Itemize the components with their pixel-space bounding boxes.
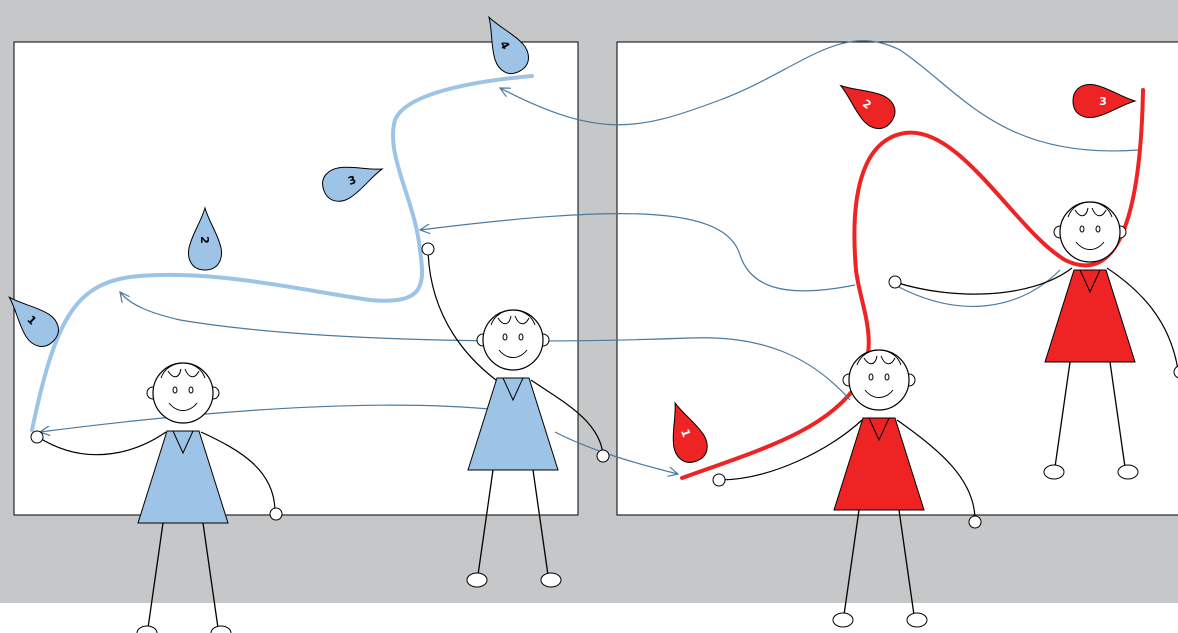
team-b-marker-3: 3	[1072, 84, 1137, 118]
arrow-4	[120, 292, 851, 401]
arm-left	[718, 419, 863, 481]
head	[848, 349, 910, 411]
smile	[1075, 241, 1105, 250]
team-b-markers: 1 2 3	[672, 84, 1137, 463]
foot	[832, 612, 854, 628]
marker-shape	[322, 166, 384, 202]
leg	[202, 522, 219, 629]
leg	[1054, 361, 1071, 468]
pass-arrows	[40, 40, 1139, 474]
hair	[856, 349, 902, 366]
team-a-marker-2: 2	[188, 206, 222, 271]
arrow-6	[554, 431, 678, 474]
collar	[868, 417, 890, 442]
foot	[466, 572, 488, 588]
arm-left	[37, 431, 167, 456]
foot	[906, 612, 928, 628]
arm-right	[1106, 267, 1178, 371]
eye	[1079, 225, 1085, 233]
smile	[498, 349, 528, 358]
team-b-path	[680, 88, 1145, 480]
marker-shape	[8, 296, 59, 347]
leg	[147, 522, 164, 629]
arm-right	[530, 379, 604, 456]
player-a1	[30, 362, 283, 633]
marker-label: 3	[346, 173, 358, 188]
team-a-path	[30, 74, 534, 432]
head	[1059, 201, 1121, 263]
hand	[30, 430, 44, 444]
player-b1	[712, 349, 982, 628]
hair	[1067, 201, 1113, 218]
player-b2	[888, 201, 1178, 480]
arrow-5	[40, 404, 501, 432]
marker-shape	[1072, 84, 1137, 118]
foot	[1043, 464, 1065, 480]
arm-left	[894, 267, 1073, 295]
foot	[1117, 464, 1139, 480]
players	[30, 201, 1178, 633]
body	[467, 377, 559, 471]
body	[1044, 269, 1136, 363]
eye	[884, 373, 890, 381]
eye	[868, 373, 874, 381]
leg	[532, 469, 549, 576]
leg	[898, 509, 915, 616]
foot	[540, 572, 562, 588]
arm-right	[200, 431, 276, 513]
arrow-1	[500, 40, 1139, 152]
marker-label: 1	[678, 427, 693, 439]
team-b-marker-2: 2	[839, 84, 896, 130]
marker-label: 3	[1099, 95, 1107, 108]
collar	[172, 430, 194, 455]
team-a-marker-1: 1	[8, 296, 59, 347]
team-a-marker-3: 3	[322, 166, 384, 202]
head	[482, 309, 544, 371]
hand	[269, 507, 283, 521]
marker-shape	[672, 401, 708, 463]
marker-shape	[488, 15, 529, 75]
leg	[477, 469, 494, 576]
player-a2	[421, 242, 610, 588]
arrow-2	[420, 212, 856, 292]
hand	[968, 515, 982, 529]
smile	[864, 389, 894, 398]
marker-label: 2	[198, 236, 211, 244]
hair	[160, 362, 206, 379]
eye	[518, 333, 524, 341]
body	[137, 430, 229, 524]
eye	[502, 333, 508, 341]
team-a-marker-4: 4	[488, 15, 529, 75]
head	[152, 362, 214, 424]
hand	[888, 275, 902, 289]
eye	[188, 386, 194, 394]
collar	[1079, 269, 1101, 294]
eye	[172, 386, 178, 394]
hand	[1173, 365, 1178, 379]
hair	[490, 309, 536, 326]
team-b-marker-1: 1	[672, 401, 708, 463]
hand	[712, 473, 726, 487]
collar	[502, 377, 524, 402]
arm-left	[427, 249, 497, 381]
foot	[210, 625, 232, 633]
arm-right	[896, 419, 976, 521]
team-a-markers: 1 2 3 4	[8, 15, 529, 347]
leg	[843, 509, 860, 616]
body	[833, 417, 925, 511]
hand	[596, 449, 610, 463]
smile	[168, 402, 198, 411]
hand	[421, 242, 435, 256]
bottom-white-strip	[0, 603, 1178, 633]
eye	[1095, 225, 1101, 233]
leg	[1109, 361, 1126, 468]
marker-shape	[839, 84, 896, 130]
marker-shape	[188, 206, 222, 271]
foot	[136, 625, 158, 633]
